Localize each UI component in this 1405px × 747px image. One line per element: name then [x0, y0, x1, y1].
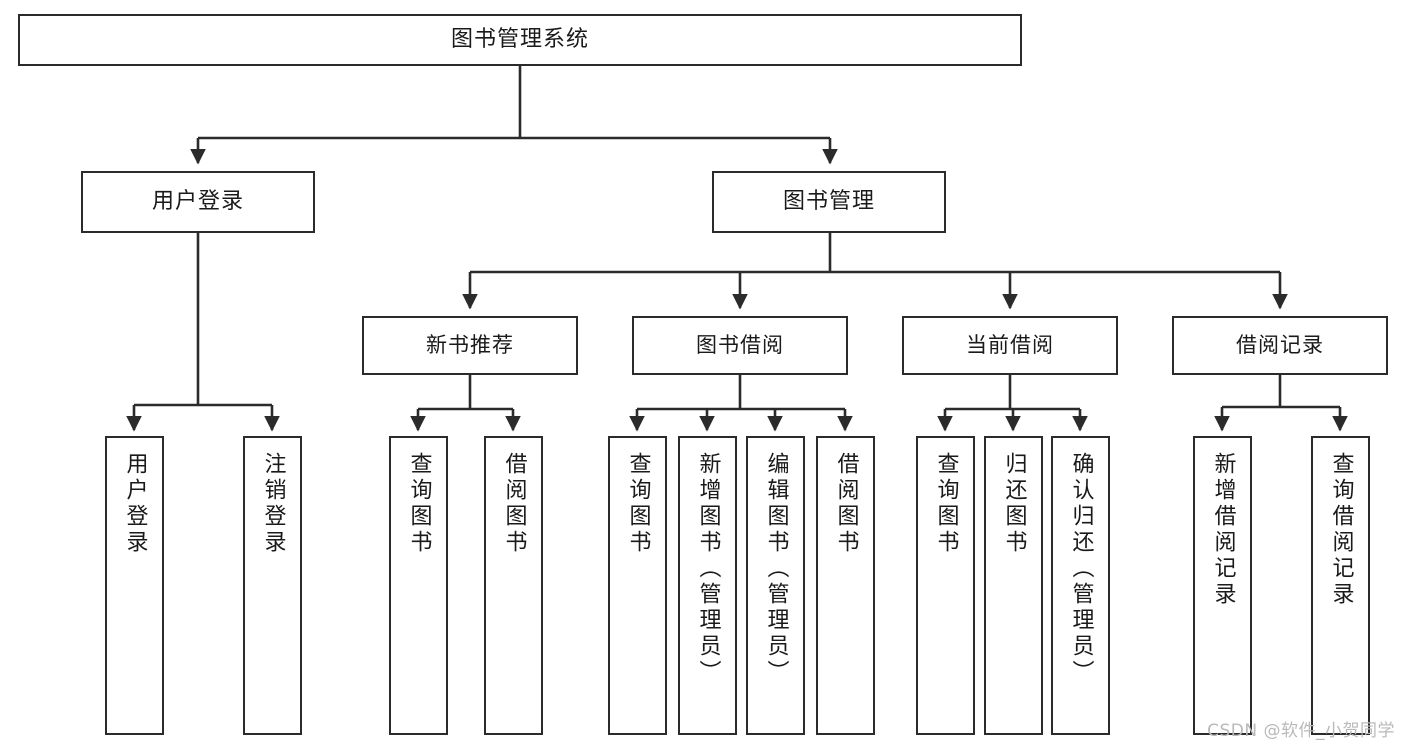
- node-leaf-query-book-2[interactable]: 查询图书: [608, 436, 667, 735]
- node-label: 图书借阅: [696, 333, 784, 358]
- node-leaf-logout[interactable]: 注销登录: [243, 436, 302, 735]
- node-label: 新增借阅记录: [1210, 452, 1236, 608]
- node-current-borrow[interactable]: 当前借阅: [902, 316, 1118, 375]
- node-label: 用户登录: [122, 452, 148, 556]
- node-label: 确认归还（管理员）: [1068, 452, 1094, 686]
- node-borrow-record[interactable]: 借阅记录: [1172, 316, 1388, 375]
- node-label: 编辑图书（管理员）: [763, 452, 789, 686]
- node-label: 查询图书: [625, 452, 651, 556]
- node-leaf-query-book-3[interactable]: 查询图书: [916, 436, 975, 735]
- node-leaf-query-record[interactable]: 查询借阅记录: [1311, 436, 1370, 735]
- node-user-login[interactable]: 用户登录: [81, 171, 315, 233]
- node-label: 当前借阅: [966, 333, 1054, 358]
- node-leaf-borrow-book-2[interactable]: 借阅图书: [816, 436, 875, 735]
- node-leaf-confirm-return[interactable]: 确认归还（管理员）: [1051, 436, 1110, 735]
- node-label: 注销登录: [260, 452, 286, 556]
- node-leaf-add-record[interactable]: 新增借阅记录: [1193, 436, 1252, 735]
- node-new-book-recommend[interactable]: 新书推荐: [362, 316, 578, 375]
- node-label: 查询图书: [933, 452, 959, 556]
- node-leaf-edit-book[interactable]: 编辑图书（管理员）: [746, 436, 805, 735]
- node-label: 查询借阅记录: [1328, 452, 1354, 608]
- node-book-borrow[interactable]: 图书借阅: [632, 316, 848, 375]
- node-label: 图书管理: [782, 189, 875, 215]
- node-label: 借阅图书: [833, 452, 859, 556]
- node-label: 归还图书: [1001, 452, 1027, 556]
- node-label: 新增图书（管理员）: [695, 452, 721, 686]
- node-leaf-query-book-1[interactable]: 查询图书: [389, 436, 448, 735]
- node-label: 借阅记录: [1236, 333, 1324, 358]
- node-leaf-add-book[interactable]: 新增图书（管理员）: [678, 436, 737, 735]
- node-leaf-return-book[interactable]: 归还图书: [984, 436, 1043, 735]
- node-root-system[interactable]: 图书管理系统: [18, 14, 1022, 66]
- node-book-manage[interactable]: 图书管理: [712, 171, 946, 233]
- node-label: 图书管理系统: [450, 27, 589, 53]
- watermark-text: CSDN @软件_小贺同学: [1207, 721, 1395, 741]
- node-leaf-user-login[interactable]: 用户登录: [105, 436, 164, 735]
- node-leaf-borrow-book-1[interactable]: 借阅图书: [484, 436, 543, 735]
- node-label: 用户登录: [151, 189, 244, 215]
- node-label: 查询图书: [406, 452, 432, 556]
- node-label: 新书推荐: [426, 333, 514, 358]
- node-label: 借阅图书: [501, 452, 527, 556]
